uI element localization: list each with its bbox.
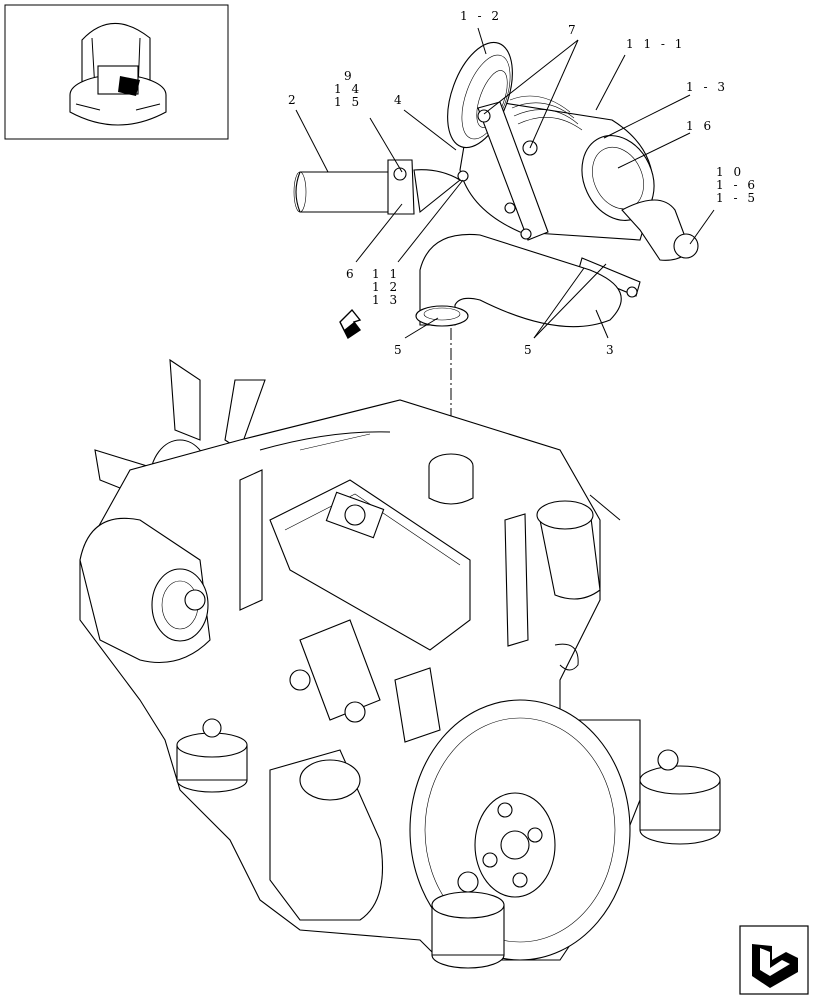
callout-11-1: 1 1 - 1 <box>626 37 685 51</box>
callout-16: 1 6 <box>686 119 714 133</box>
hose-clamp-left <box>415 305 469 327</box>
leader-lines <box>295 27 715 339</box>
callout-3: 3 <box>606 343 617 357</box>
callout-15: 1 5 <box>334 95 362 109</box>
location-thumbnail <box>4 4 229 140</box>
engine-mount-right <box>639 749 721 845</box>
inlet-tube <box>295 171 401 213</box>
callout-1-3: 1 - 3 <box>686 80 728 94</box>
machine-thumbnail-icon <box>69 22 167 126</box>
oil-filter <box>536 500 601 600</box>
engine-illustration <box>79 358 721 969</box>
mounting-bracket <box>477 101 549 241</box>
callout-5-right: 5 <box>524 343 535 357</box>
vacuator-valve <box>673 233 699 259</box>
callout-1-6: 1 - 6 <box>716 178 758 192</box>
engine-mount-bottom <box>431 871 505 969</box>
callout-14: 1 4 <box>334 82 362 96</box>
callout-7: 7 <box>568 23 579 37</box>
alternator <box>79 517 211 664</box>
callout-12: 1 2 <box>372 280 400 294</box>
air-cleaner-assembly <box>293 41 699 328</box>
callout-5-left: 5 <box>394 343 405 357</box>
callout-4: 4 <box>394 93 405 107</box>
oil-filler-cap <box>344 504 366 526</box>
callout-labels: 1 - 2 1 1 - 1 7 9 1 4 1 5 2 4 1 - 3 1 6 … <box>288 9 758 357</box>
direction-arrow-icon <box>339 308 362 340</box>
engine-mount-left <box>176 718 248 793</box>
rocker-cover <box>269 479 471 651</box>
navigate-back-icon[interactable] <box>739 925 809 995</box>
starter-motor <box>269 749 383 921</box>
callout-6: 6 <box>346 267 357 281</box>
air-hose <box>419 233 622 328</box>
callout-11: 1 1 <box>372 267 400 281</box>
callout-1-5: 1 - 5 <box>716 191 758 205</box>
callout-10: 1 0 <box>716 165 744 179</box>
callout-9: 9 <box>344 69 355 83</box>
callout-1-2: 1 - 2 <box>460 9 502 23</box>
callout-13: 1 3 <box>372 293 400 307</box>
callout-2: 2 <box>288 93 299 107</box>
